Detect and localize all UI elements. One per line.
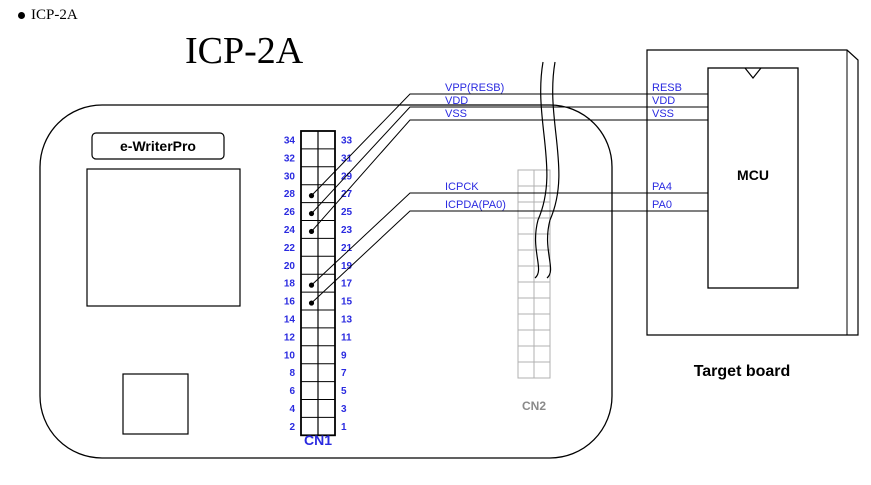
cn2-cell (517, 201, 535, 219)
cn1-pin-label: 2 (289, 422, 295, 433)
cn1-pin-label: 23 (341, 225, 353, 236)
cn1-pin-label: 7 (341, 368, 347, 379)
signal-label: ICPCK (445, 181, 479, 193)
cn2-cell (517, 185, 535, 203)
cn2-cell (533, 185, 551, 203)
cn1-pin-label: 3 (341, 404, 347, 415)
mcu-pin-label: VDD (652, 95, 675, 107)
cn2-cell (517, 361, 535, 379)
cn2-cell (533, 265, 551, 283)
signal-label: VDD (445, 95, 468, 107)
cn2-connector (517, 169, 551, 379)
cn1-pin-label: 34 (284, 135, 296, 146)
cn1-pin-label: 14 (284, 314, 296, 325)
cn2-cell (517, 297, 535, 315)
cn1-pin-label: 33 (341, 135, 353, 146)
cn1-pin-label: 9 (341, 350, 347, 361)
signal-label: ICPDA(PA0) (445, 199, 506, 211)
programmer-label: e-WriterPro (120, 138, 196, 154)
cn1-pin-label: 19 (341, 261, 353, 272)
cn1-pin-label: 20 (284, 261, 296, 272)
cn1-pin-label: 15 (341, 297, 353, 308)
programmer-screen (86, 168, 241, 307)
cn2-cell (517, 265, 535, 283)
cn2-cell (517, 345, 535, 363)
cn1-pin-label: 12 (284, 332, 296, 343)
cn2-cell (517, 217, 535, 235)
target-board-label: Target board (694, 363, 791, 380)
cn2-cell (533, 281, 551, 299)
cn1-pin-label: 22 (284, 243, 296, 254)
mcu-chip (707, 67, 799, 289)
cn1-pin-label: 18 (284, 279, 296, 290)
wire-18 (311, 192, 708, 286)
cn1-pin-label: 24 (284, 225, 296, 236)
cn2-cell (517, 249, 535, 267)
target-board (646, 49, 859, 336)
cn1-pin-label: 17 (341, 279, 353, 290)
cn2-cell (517, 329, 535, 347)
cn1-pin-label: 29 (341, 171, 353, 182)
signal-label: VSS (445, 108, 467, 120)
cn1-pin-label: 6 (289, 386, 295, 397)
cn2-cell (533, 169, 551, 187)
cn2-cell (533, 329, 551, 347)
wire-16 (311, 210, 708, 304)
bullet-item: ICP-2A (18, 7, 78, 24)
cn2-cell (533, 361, 551, 379)
cn1-pin-label: 4 (289, 404, 295, 415)
wire-26 (311, 106, 708, 214)
cn1-pin-label: 8 (289, 368, 295, 379)
programmer-board (39, 104, 613, 459)
mcu-pin-label: RESB (652, 82, 682, 94)
cn1-pin-label: 11 (341, 332, 352, 343)
mcu-pin-label: PA0 (652, 199, 672, 211)
cn1-label: CN1 (304, 432, 332, 448)
cn1-pin-label: 10 (284, 350, 296, 361)
bullet-text: ICP-2A (31, 7, 78, 23)
cn1-pin-label: 32 (284, 153, 296, 164)
cn2-cell (517, 313, 535, 331)
cn2-cell (533, 297, 551, 315)
cable-line-2 (546, 61, 560, 279)
cn1-pin-label: 16 (284, 297, 296, 308)
cn1-pin-label: 27 (341, 189, 353, 200)
cn1-pin-label: 13 (341, 314, 353, 325)
cn2-cell (517, 281, 535, 299)
cable-line-1 (534, 61, 548, 279)
cn1-pin-label: 25 (341, 207, 353, 218)
cn2-label: CN2 (522, 399, 546, 413)
cn1-pin-label: 30 (284, 171, 296, 182)
programmer-label-box (91, 132, 225, 160)
page-title: ICP-2A (185, 30, 304, 72)
cn2-cell (533, 313, 551, 331)
bullet-dot-icon (18, 12, 25, 19)
cn1-pin-label: 26 (284, 207, 296, 218)
wire-24 (311, 119, 708, 232)
cn2-cell (533, 345, 551, 363)
cn1-pin-label: 28 (284, 189, 296, 200)
wire-28 (311, 93, 708, 196)
cn2-cell (517, 169, 535, 187)
mcu-pin-label: PA4 (652, 181, 672, 193)
cn1-pin-label: 1 (341, 422, 347, 433)
signal-label: VPP(RESB) (445, 82, 504, 94)
cn2-cell (517, 233, 535, 251)
cn1-connector: 3432302826242220181614121086423331292725… (284, 130, 353, 437)
cn1-pin-label: 5 (341, 386, 347, 397)
cn1-pin-label: 21 (341, 243, 353, 254)
mcu-notch-icon (744, 67, 762, 79)
mcu-label: MCU (737, 167, 769, 183)
programmer-socket (122, 373, 189, 435)
mcu-pin-label: VSS (652, 108, 674, 120)
